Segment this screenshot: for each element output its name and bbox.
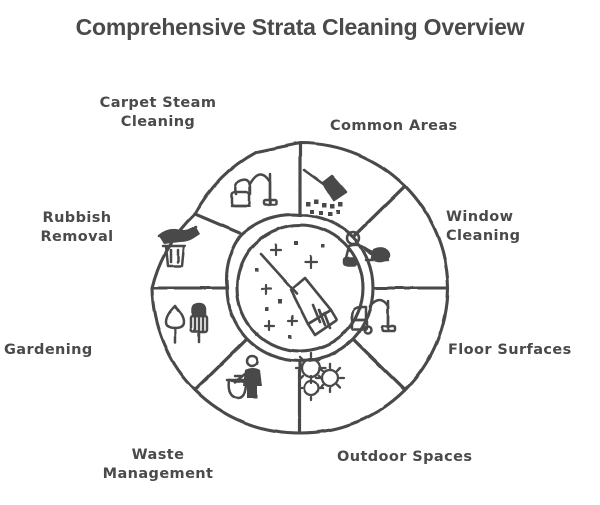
label-common-areas[interactable]: Common Areas [330, 118, 458, 134]
segment-floor-surfaces[interactable] [351, 286, 450, 392]
person-scrubbing-icon [342, 230, 391, 267]
vacuum-cleaner-icon [230, 172, 278, 208]
segment-common-areas[interactable] [298, 141, 407, 239]
label-gardening[interactable]: Gardening [4, 342, 93, 358]
segment-gardening[interactable] [150, 286, 249, 392]
germs-icon [294, 351, 346, 402]
segment-rubbish-removal[interactable] [150, 212, 244, 290]
wheel-segments [150, 141, 450, 435]
hand-dropping-trash-icon [157, 225, 200, 268]
label-window-cleaning[interactable]: Window Cleaning [446, 209, 521, 245]
label-rubbish-removal[interactable]: Rubbish Removal [40, 210, 114, 246]
sweeping-broom-icon [302, 168, 348, 216]
cleaning-services-wheel [150, 141, 450, 435]
label-outdoor-spaces[interactable]: Outdoor Spaces [337, 449, 473, 465]
segment-window-cleaning[interactable] [351, 184, 450, 290]
segment-outdoor-spaces[interactable] [298, 337, 407, 435]
label-carpet-steam-cleaning[interactable]: Carpet Steam Cleaning [99, 95, 217, 131]
trowel-and-rake-icon [164, 302, 209, 344]
canister-vacuum-icon [350, 298, 397, 335]
segment-waste-management[interactable] [193, 337, 302, 435]
page-title: Comprehensive Strata Cleaning Overview [75, 14, 525, 40]
label-waste-management[interactable]: Waste Management [102, 447, 214, 483]
broom-sparkle-icon [255, 241, 339, 339]
center-circle [235, 223, 365, 353]
person-with-bin-icon [225, 354, 262, 400]
label-floor-surfaces[interactable]: Floor Surfaces [448, 342, 572, 358]
